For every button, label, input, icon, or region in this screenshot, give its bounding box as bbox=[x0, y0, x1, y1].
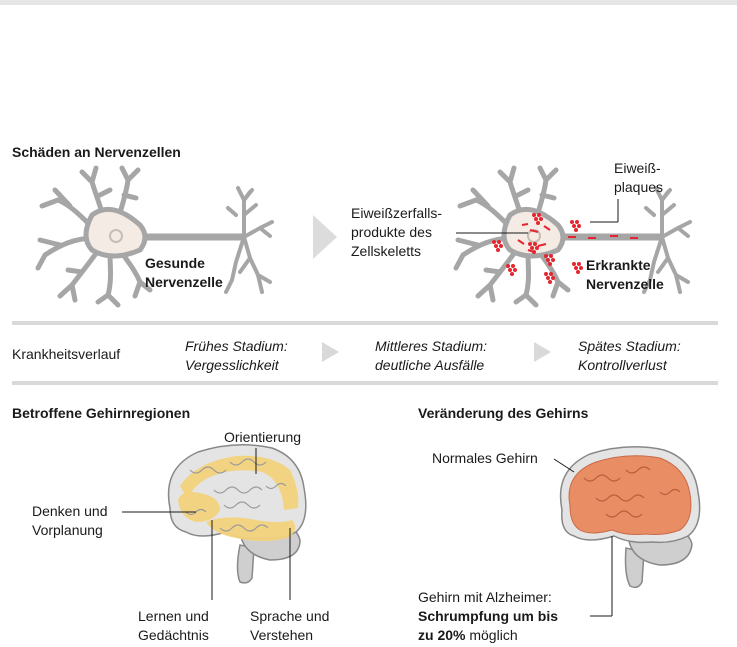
protein-breakdown-label: Eiweißzerfalls- produkte des Zellskelett… bbox=[351, 204, 442, 261]
alz-line3-bold: zu 20% bbox=[418, 627, 466, 643]
stage-early-line1: Frühes Stadium: bbox=[185, 338, 288, 354]
brain-change-illustration bbox=[553, 446, 701, 617]
protein-breakdown-line3: Zellskeletts bbox=[351, 243, 422, 259]
learning-label: Lernen und Gedächtnis bbox=[138, 607, 209, 645]
normal-brain-label: Normales Gehirn bbox=[432, 450, 538, 466]
diseased-label-line2: Nervenzelle bbox=[586, 276, 664, 292]
stage-middle: Mittleres Stadium: deutliche Ausfälle bbox=[375, 337, 487, 375]
plaques-label: Eiweiß- plaques bbox=[614, 159, 663, 197]
language-line1: Sprache und bbox=[250, 608, 330, 624]
progression-bottom-band bbox=[12, 381, 718, 385]
language-line2: Verstehen bbox=[250, 627, 314, 643]
protein-fragments bbox=[517, 223, 638, 253]
healthy-label-line1: Gesunde bbox=[145, 255, 205, 271]
diseased-neuron-label: Erkrankte Nervenzelle bbox=[586, 256, 664, 294]
arrow-icon bbox=[313, 215, 337, 259]
thinking-line1: Denken und bbox=[32, 503, 108, 519]
stage-late-line1: Spätes Stadium: bbox=[578, 338, 681, 354]
protein-breakdown-line2: produkte des bbox=[351, 224, 432, 240]
learning-line1: Lernen und bbox=[138, 608, 209, 624]
stage-middle-line2: deutliche Ausfälle bbox=[375, 357, 485, 373]
stage-late: Spätes Stadium: Kontrollverlust bbox=[578, 337, 681, 375]
thinking-label: Denken und Vorplanung bbox=[32, 502, 108, 540]
stage-early-line2: Vergesslichkeit bbox=[185, 357, 279, 373]
healthy-label-line2: Nervenzelle bbox=[145, 274, 223, 290]
top-border bbox=[0, 0, 737, 5]
progression-label: Krankheitsverlauf bbox=[12, 346, 121, 362]
progression-top-band bbox=[12, 321, 718, 325]
stage-early: Frühes Stadium: Vergesslichkeit bbox=[185, 337, 288, 375]
plaques bbox=[492, 213, 583, 284]
stage-middle-line1: Mittleres Stadium: bbox=[375, 338, 488, 354]
alz-line3-rest: möglich bbox=[465, 627, 518, 643]
plaques-line1: Eiweiß- bbox=[614, 160, 661, 176]
stage-late-line2: Kontrollverlust bbox=[578, 357, 667, 373]
alzheimer-brain-label: Gehirn mit Alzheimer: Schrumpfung um bis… bbox=[418, 588, 558, 645]
orientation-label: Orientierung bbox=[224, 429, 302, 445]
thinking-line2: Vorplanung bbox=[32, 522, 103, 538]
plaques-line2: plaques bbox=[614, 179, 664, 195]
section-title-change: Veränderung des Gehirns bbox=[418, 405, 589, 421]
diseased-neuron bbox=[456, 168, 690, 305]
learning-line2: Gedächtnis bbox=[138, 627, 209, 643]
alz-line1: Gehirn mit Alzheimer: bbox=[418, 589, 552, 605]
stage-arrow-icon bbox=[322, 342, 339, 362]
protein-breakdown-line1: Eiweißzerfalls- bbox=[351, 205, 443, 221]
language-label: Sprache und Verstehen bbox=[250, 607, 329, 645]
stage-arrow-icon bbox=[534, 342, 551, 362]
alz-line3: zu 20% möglich bbox=[418, 626, 558, 645]
healthy-neuron-label: Gesunde Nervenzelle bbox=[145, 254, 223, 292]
diseased-label-line1: Erkrankte bbox=[586, 257, 651, 273]
section-title-regions: Betroffene Gehirnregionen bbox=[12, 405, 191, 421]
alz-line2: Schrumpfung um bis bbox=[418, 608, 558, 624]
section-title-neurons: Schäden an Nervenzellen bbox=[12, 144, 181, 160]
brain-regions-illustration bbox=[122, 444, 307, 600]
